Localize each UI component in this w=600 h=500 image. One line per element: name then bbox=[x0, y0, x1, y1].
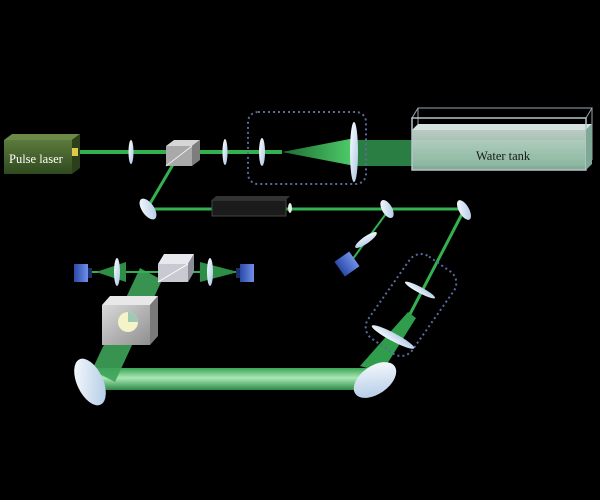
water-tank: Water tank bbox=[411, 107, 593, 171]
camera-left-icon bbox=[74, 264, 92, 282]
diagonal-lens-lower bbox=[371, 325, 415, 349]
tank-label: Water tank bbox=[476, 149, 531, 163]
beam-wide-horizontal bbox=[88, 368, 372, 390]
lens-right-arm bbox=[207, 258, 213, 286]
delay-stage bbox=[211, 196, 290, 217]
diagonal-telescope-box bbox=[364, 253, 458, 357]
pulse-laser: Pulse laser bbox=[4, 134, 80, 174]
camera-right-lower-icon bbox=[334, 251, 360, 277]
lens-left-arm bbox=[114, 258, 120, 286]
gray-box-source bbox=[102, 296, 158, 345]
beam-right-cone bbox=[200, 262, 238, 282]
beam-diagonal-down bbox=[406, 211, 465, 319]
lens-to-camera bbox=[355, 232, 377, 248]
mirror-delay-left bbox=[139, 198, 157, 220]
beam-expanding-cone bbox=[282, 138, 355, 166]
diagonal-lens-upper bbox=[404, 281, 436, 299]
laser-label: Pulse laser bbox=[9, 152, 64, 166]
lens-2 bbox=[222, 139, 228, 165]
mirror-delay-right bbox=[457, 200, 471, 220]
beam-diagonal-cone bbox=[360, 312, 416, 372]
mirror-delay-mid bbox=[380, 199, 394, 219]
mirror-large-left bbox=[74, 358, 106, 406]
beam-left-cone bbox=[96, 262, 126, 282]
lens-1 bbox=[128, 140, 134, 164]
telescope-lens bbox=[350, 122, 358, 182]
prism-splitter bbox=[157, 254, 194, 283]
beam-splitter-cube bbox=[165, 140, 200, 167]
lens-3 bbox=[259, 138, 265, 166]
mirror-large-right bbox=[353, 362, 397, 398]
telescope-dashed-box bbox=[247, 111, 367, 185]
camera-right-icon bbox=[236, 264, 254, 282]
delay-lens bbox=[288, 203, 292, 213]
beam-paths bbox=[78, 138, 587, 390]
